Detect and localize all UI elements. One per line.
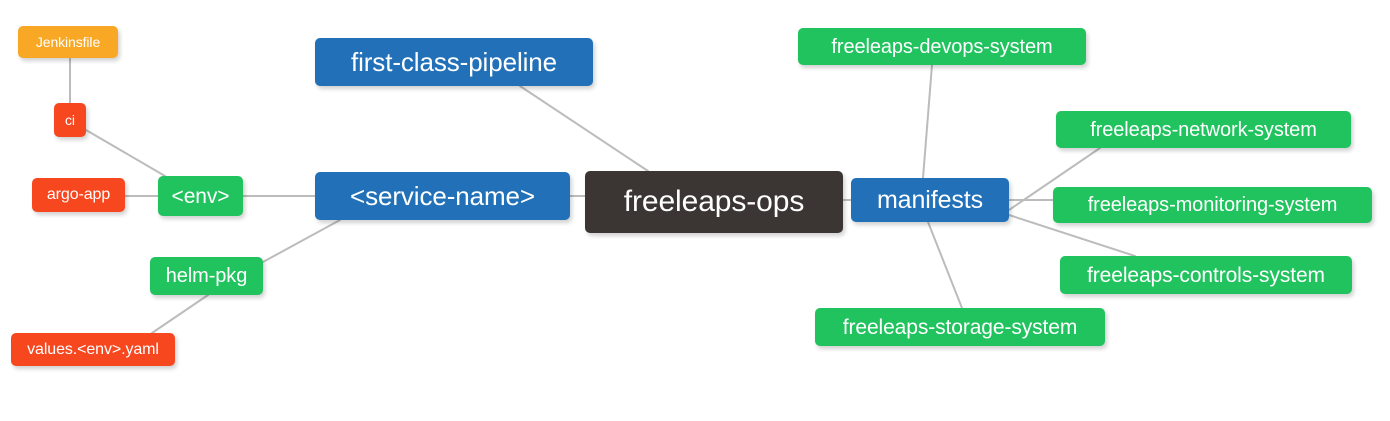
node-env[interactable]: <env> (158, 176, 243, 216)
node-label: freeleaps-devops-system (831, 35, 1053, 58)
node-label: freeleaps-storage-system (842, 315, 1078, 339)
node-values-yaml[interactable]: values.<env>.yaml (11, 333, 175, 366)
node-label: freeleaps-ops (623, 185, 805, 218)
node-service-name[interactable]: <service-name> (315, 172, 570, 220)
edge-first-class-pipeline-to-freeleaps-ops (519, 85, 649, 172)
edge-ci-to-env (85, 129, 166, 177)
node-label: helm-pkg (165, 265, 248, 287)
node-freeleaps-ops[interactable]: freeleaps-ops (585, 171, 843, 233)
node-manifests[interactable]: manifests (851, 178, 1009, 222)
node-ci[interactable]: ci (54, 103, 86, 137)
node-argo-app[interactable]: argo-app (32, 178, 125, 212)
edge-helm-pkg-to-service-name (262, 219, 341, 263)
node-jenkinsfile[interactable]: Jenkinsfile (18, 26, 118, 58)
node-label: freeleaps-controls-system (1087, 263, 1325, 287)
node-label: manifests (876, 185, 984, 214)
edge-values-yaml-to-helm-pkg (151, 294, 209, 334)
node-label: <service-name> (349, 181, 536, 211)
node-label: <env> (171, 184, 230, 208)
node-freeleaps-devops-system[interactable]: freeleaps-devops-system (798, 28, 1086, 65)
node-freeleaps-controls-system[interactable]: freeleaps-controls-system (1060, 256, 1352, 294)
node-label: ci (65, 112, 75, 128)
edge-manifests-to-freeleaps-storage-system (927, 221, 963, 309)
node-label: first-class-pipeline (350, 47, 558, 77)
node-freeleaps-network-system[interactable]: freeleaps-network-system (1056, 111, 1351, 148)
node-helm-pkg[interactable]: helm-pkg (150, 257, 263, 295)
node-label: values.<env>.yaml (27, 340, 159, 358)
node-label: freeleaps-network-system (1090, 118, 1317, 141)
node-label: freeleaps-monitoring-system (1087, 194, 1338, 216)
edge-manifests-to-freeleaps-devops-system (922, 64, 933, 179)
node-freeleaps-storage-system[interactable]: freeleaps-storage-system (815, 308, 1105, 346)
node-label: argo-app (46, 186, 111, 203)
node-first-class-pipeline[interactable]: first-class-pipeline (315, 38, 593, 86)
node-label: Jenkinsfile (35, 34, 101, 50)
node-freeleaps-monitoring-system[interactable]: freeleaps-monitoring-system (1053, 187, 1372, 223)
